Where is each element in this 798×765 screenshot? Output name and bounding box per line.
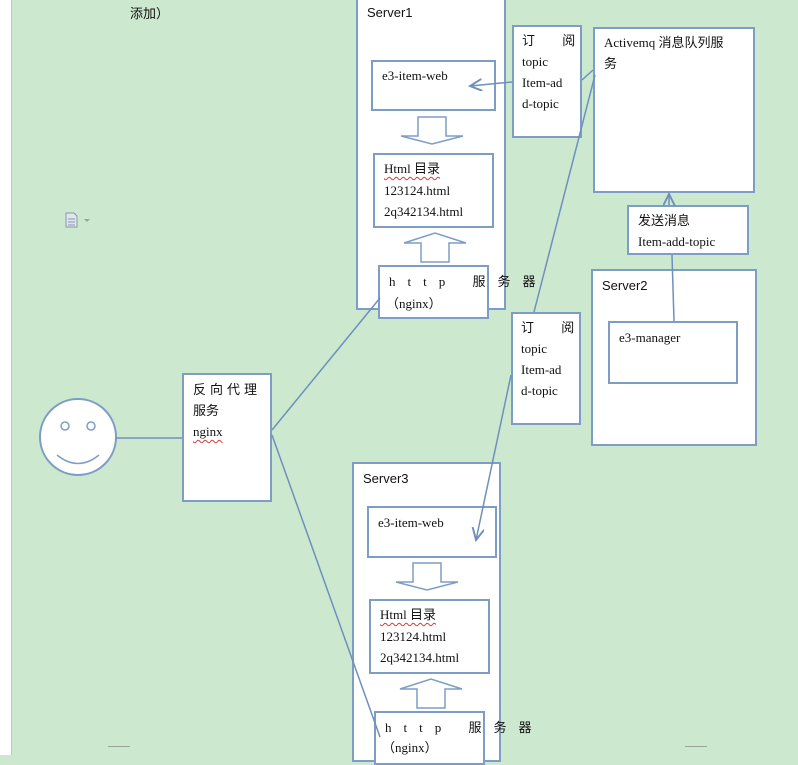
server1-down-block-arrow	[400, 116, 464, 145]
subscribe-top-box	[512, 25, 582, 138]
reverse-proxy-box	[182, 373, 272, 502]
smiley-face-icon	[39, 398, 117, 476]
subscribe-top-line3: Item-ad	[522, 75, 563, 90]
page-corner-mark-left	[108, 746, 130, 757]
page-margin	[0, 0, 12, 755]
proxy-line3: nginx	[193, 421, 223, 442]
header-fragment-text: 添加）	[130, 6, 170, 21]
server1-title: Server1	[367, 5, 413, 20]
server3-http-line1: http 服务器	[385, 720, 544, 735]
server1-http-box	[378, 265, 489, 319]
subscribe-top-line1: 订 阅	[522, 33, 588, 48]
activemq-to-subscribe-top-line	[581, 69, 594, 81]
server1-html-dir-title-text: Html 目录	[384, 161, 440, 176]
subscribe-mid-line4: d-topic	[521, 383, 558, 398]
activemq-line2: 务	[604, 56, 618, 71]
send-message-box	[627, 205, 749, 255]
server1-file2: 2q342134.html	[384, 204, 464, 219]
subscribe-top-line4: d-topic	[522, 96, 559, 111]
subscribe-mid-line3: Item-ad	[521, 362, 562, 377]
server1-file1: 123124.html	[384, 183, 451, 198]
server3-html-dir-title: Html 目录	[380, 604, 436, 625]
subscribe-top-line2: topic	[522, 54, 548, 69]
server1-html-dir-box	[373, 153, 494, 228]
proxy-line1: 反向代理	[193, 382, 262, 397]
send-message-line1: 发送消息	[638, 213, 691, 228]
manager-to-send-line	[671, 254, 675, 322]
server3-up-block-arrow	[399, 678, 463, 709]
e3-manager-box	[608, 321, 738, 384]
server1-http-line1: http 服务器	[389, 274, 548, 289]
paste-options-icon[interactable]	[64, 210, 94, 230]
subscribe-mid-box	[511, 312, 581, 425]
proxy-line2: 服务	[193, 403, 220, 418]
server3-item-web-label: e3-item-web	[378, 515, 444, 530]
activemq-to-subscribe-mid-line	[533, 74, 596, 313]
subscribe-to-server1-arrow	[470, 82, 513, 86]
server3-down-block-arrow	[395, 562, 459, 591]
page-corner-mark-right	[685, 746, 707, 757]
subscribe-to-server3-arrow	[476, 374, 512, 540]
server1-item-web-label: e3-item-web	[382, 68, 448, 83]
proxy-line3-text: nginx	[193, 424, 223, 439]
subscribe-mid-line1: 订 阅	[521, 320, 587, 335]
proxy-to-server3-line	[271, 434, 381, 738]
server3-html-dir-box	[369, 599, 490, 674]
server1-up-block-arrow	[403, 232, 467, 263]
server3-file1: 123124.html	[380, 629, 447, 644]
subscribe-mid-line2: topic	[521, 341, 547, 356]
server3-file2: 2q342134.html	[380, 650, 460, 665]
send-message-line2: Item-add-topic	[638, 234, 716, 249]
activemq-line1: Activemq 消息队列服	[604, 35, 724, 50]
server3-title: Server3	[363, 471, 409, 486]
proxy-to-server1-line	[271, 297, 381, 431]
server3-html-dir-title-text: Html 目录	[380, 607, 436, 622]
server3-http-line2: （nginx）	[382, 740, 438, 755]
server1-http-line2: （nginx）	[386, 296, 442, 311]
activemq-box	[593, 27, 755, 193]
server2-title: Server2	[602, 278, 648, 293]
e3-manager-label: e3-manager	[619, 330, 681, 345]
server1-html-dir-title: Html 目录	[384, 158, 440, 179]
